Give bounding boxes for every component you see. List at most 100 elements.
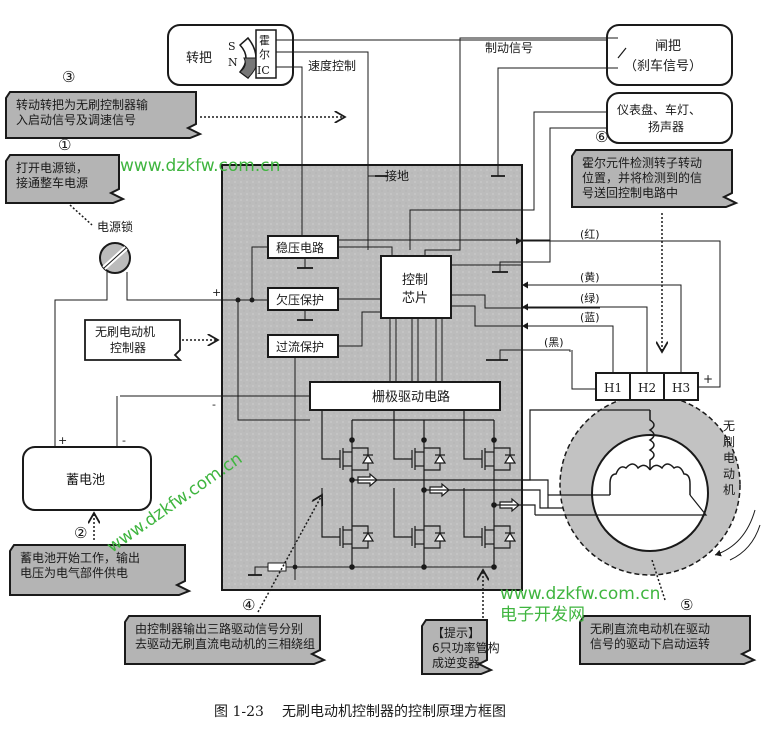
hall-h1: H1 (604, 381, 622, 395)
voltage-regulator-block: 稳压电路 (267, 235, 339, 259)
motor-label-char: 机 (723, 483, 735, 497)
watermark: www.dzkfw.com.cn (500, 584, 660, 604)
brake-title: 闸把 (655, 39, 681, 54)
speed-control-label: 速度控制 (308, 58, 356, 73)
controller-minus: - (212, 398, 216, 411)
mosfet-icon (393, 410, 447, 471)
motor-label: 无 刷 电 动 机 (723, 419, 735, 497)
throttle-label: 转把 (186, 51, 212, 66)
shunt-resistor (248, 562, 495, 576)
callout-pointers (69, 117, 665, 618)
step-number: ② (74, 524, 87, 542)
motor-label-char: 刷 (723, 435, 735, 449)
callout-text: 【提示】 (432, 625, 480, 640)
chip-line2: 芯片 (402, 291, 428, 306)
battery-box: 蓄电池 + - (22, 434, 152, 511)
throttle-box: 转把 S N 霍 尔 IC (167, 24, 294, 86)
battery-plus: + (58, 434, 67, 447)
controller-plus: + (212, 286, 221, 299)
hall-sensor-block: H1 H2 H3 + (595, 372, 713, 401)
magnet-s: S (228, 40, 236, 53)
dashboard-line2: 扬声器 (648, 119, 684, 134)
motor-label-char: 动 (723, 467, 735, 481)
hall-ic-1: 霍 (259, 34, 270, 47)
step-number: ④ (242, 596, 255, 614)
hall-wires (516, 237, 721, 390)
step-number: ③ (62, 68, 75, 86)
power-lock-label: 电源锁 (97, 219, 133, 234)
step-number: ① (58, 136, 71, 154)
callout-text: 转动转把为无刷控制器输 (16, 97, 148, 112)
wire-black: (黑) (544, 336, 564, 349)
magnet-n: N (228, 56, 238, 69)
mosfet-icon (321, 488, 375, 549)
ground-symbols (486, 240, 571, 361)
control-chip-block: 控制 芯片 (380, 255, 452, 319)
hall-ic-2: 尔 (259, 48, 270, 61)
dashboard-box: 仪表盘、车灯、 扬声器 (606, 92, 733, 144)
callout-text: 无刷直流电动机在驱动 (590, 622, 710, 636)
callout-text: 接通整车电源 (16, 175, 88, 190)
step-number: ⑤ (680, 596, 693, 614)
callout-text: 成逆变器 (432, 655, 480, 670)
ground-label: 接地 (385, 168, 409, 183)
rotation-arrows (714, 509, 761, 561)
controller-tag-line2: 控制器 (110, 341, 146, 355)
mosfet-icon (393, 488, 447, 549)
overcurrent-block: 过流保护 (267, 334, 339, 358)
callout-box: 打开电源锁，接通整车电源 ① (5, 136, 126, 204)
undervoltage-label: 欠压保护 (276, 292, 324, 307)
wire-color-labels: (红) (黄) (绿) (蓝) (黑) (544, 228, 600, 349)
motor-label-char: 无 (723, 419, 735, 433)
brake-box: 闸把 （刹车信号） (606, 24, 733, 86)
callout-text: 入启动信号及调速信号 (16, 113, 136, 127)
callout-text: 蓄电池开始工作，输出 (20, 550, 140, 565)
callout-text: 电压为电气部件供电 (20, 565, 128, 580)
callout-text: 6只功率管构 (432, 640, 500, 655)
hall-plus: + (703, 372, 713, 386)
callout-text: 打开电源锁， (16, 160, 88, 175)
chip-line1: 控制 (402, 273, 428, 288)
power-lock (99, 242, 131, 274)
mosfet-icon (321, 410, 375, 471)
inverter-bridge (321, 410, 610, 570)
battery-label: 蓄电池 (66, 473, 105, 488)
callout-text: 位置，并将检测到的信 (582, 170, 702, 185)
undervoltage-block: 欠压保护 (267, 287, 339, 311)
battery-minus: - (122, 434, 126, 447)
caption-title: 无刷电动机控制器的控制原理方框图 (282, 704, 506, 720)
gate-driver-block: 栅极驱动电路 (309, 381, 501, 411)
hall-h2: H2 (638, 381, 656, 395)
brake-signal-label: 制动信号 (485, 41, 533, 55)
callout-text: 信号的驱动下启动运转 (590, 636, 710, 651)
motor (522, 394, 741, 576)
controller-tag-line1: 无刷电动机 (95, 325, 155, 339)
hall-h3: H3 (672, 381, 690, 395)
dashboard-line1: 仪表盘、车灯、 (617, 102, 701, 117)
caption-figure-number: 图 1-23 (214, 704, 264, 720)
motor-label-char: 电 (723, 451, 735, 465)
controller-tag: 无刷电动机 控制器 (84, 319, 183, 361)
gate-driver-label: 栅极驱动电路 (372, 389, 450, 405)
wire-green: (绿) (580, 291, 600, 305)
mosfet-icon (463, 410, 517, 471)
controller-panel (221, 164, 523, 591)
wire-yellow: (黄) (580, 270, 600, 284)
callout-text: 号送回控制电路中 (582, 185, 678, 200)
watermark: 电子开发网 (500, 605, 585, 625)
voltage-regulator-label: 稳压电路 (276, 240, 324, 255)
hall-ic-3: IC (257, 64, 270, 77)
wire-red: (红) (580, 228, 600, 241)
step-number: ⑥ (595, 128, 608, 146)
callout-text: 由控制器输出三路驱动信号分别 (135, 621, 303, 636)
callout-text: 去驱动无刷直流电动机的三相绕组 (135, 636, 315, 651)
overcurrent-label: 过流保护 (276, 340, 324, 354)
